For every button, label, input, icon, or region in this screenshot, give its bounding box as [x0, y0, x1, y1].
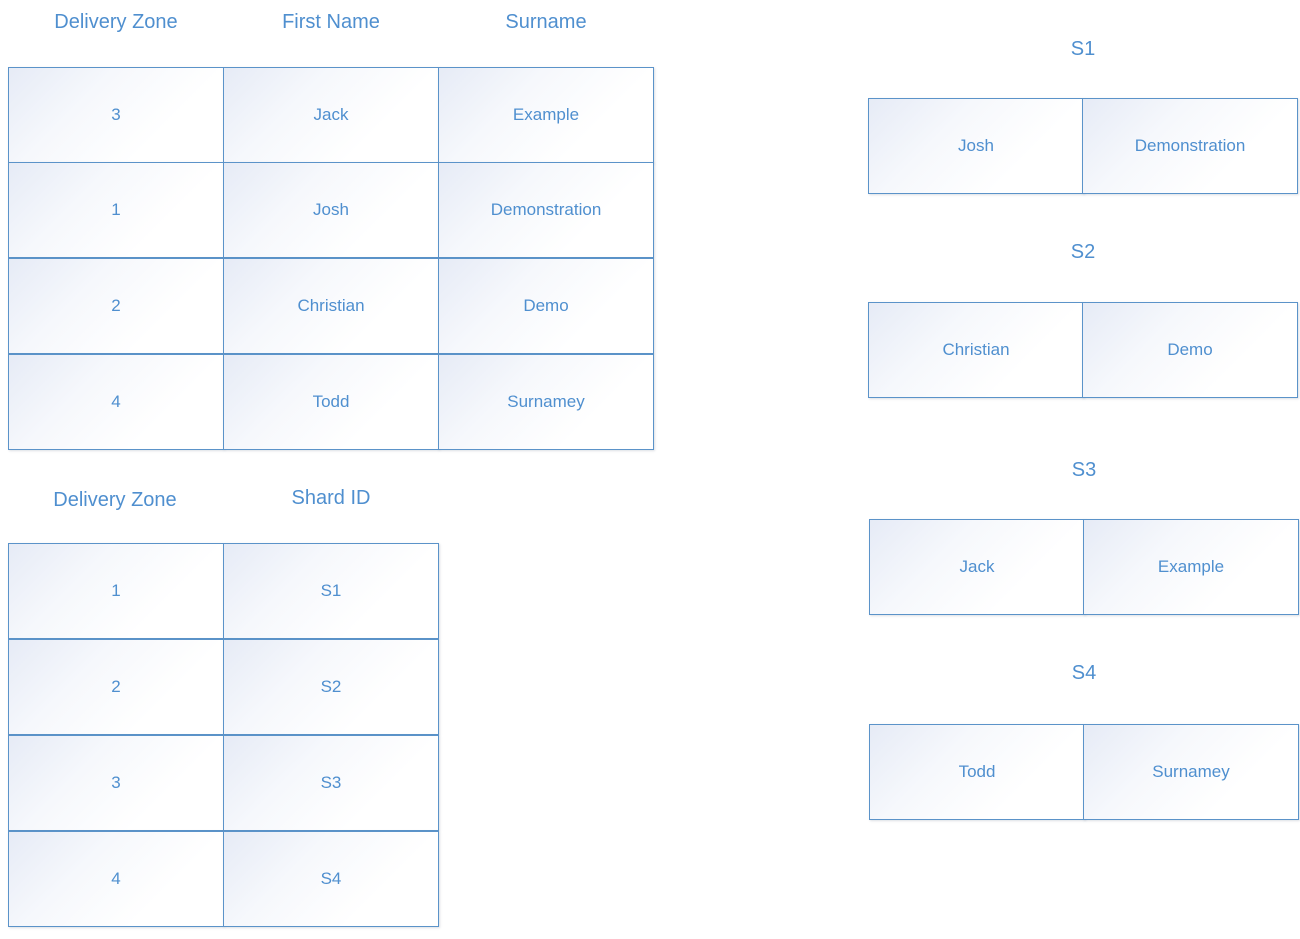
- shard-cell: Josh: [868, 98, 1084, 194]
- table-cell: S4: [223, 831, 439, 927]
- table-cell: Surnamey: [438, 354, 654, 450]
- table-cell: 2: [8, 639, 224, 735]
- table-cell: Jack: [223, 67, 439, 163]
- table-cell: Josh: [223, 162, 439, 258]
- shard-cell: Demonstration: [1082, 98, 1298, 194]
- shard-cell: Surnamey: [1083, 724, 1299, 820]
- table-cell: 1: [8, 543, 224, 639]
- column-header-shard-id: Shard ID: [291, 487, 371, 509]
- table-cell: 3: [8, 67, 224, 163]
- table-cell: Christian: [223, 258, 439, 354]
- table-cell: S1: [223, 543, 439, 639]
- shard-cell: Jack: [869, 519, 1085, 615]
- column-header-delivery-zone: Delivery Zone: [53, 489, 177, 511]
- table-cell: Demo: [438, 258, 654, 354]
- table-cell: 4: [8, 831, 224, 927]
- table-cell: S3: [223, 735, 439, 831]
- table-cell: 1: [8, 162, 224, 258]
- shard-cell: Example: [1083, 519, 1299, 615]
- table-cell: 4: [8, 354, 224, 450]
- table-cell: Example: [438, 67, 654, 163]
- shard-cell: Demo: [1082, 302, 1298, 398]
- column-header-surname: Surname: [505, 11, 587, 33]
- table-cell: 2: [8, 258, 224, 354]
- shard-title: S1: [1070, 38, 1096, 60]
- shard-cell: Christian: [868, 302, 1084, 398]
- table-cell: S2: [223, 639, 439, 735]
- shard-title: S3: [1071, 459, 1097, 481]
- table-cell: 3: [8, 735, 224, 831]
- table-cell: Demonstration: [438, 162, 654, 258]
- shard-cell: Todd: [869, 724, 1085, 820]
- table-cell: Todd: [223, 354, 439, 450]
- column-header-delivery-zone: Delivery Zone: [54, 11, 178, 33]
- shard-title: S2: [1070, 241, 1096, 263]
- column-header-first-name: First Name: [282, 11, 380, 33]
- shard-title: S4: [1071, 662, 1097, 684]
